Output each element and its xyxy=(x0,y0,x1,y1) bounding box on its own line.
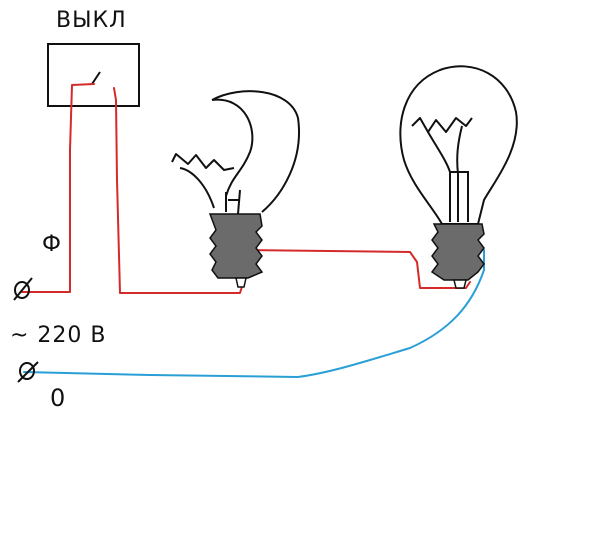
lamp-1-glass xyxy=(212,91,299,212)
lamp-2-base xyxy=(432,224,484,280)
terminal-screw-icon xyxy=(18,362,38,382)
phase-label: Ф xyxy=(42,232,61,257)
lamp-1-filament xyxy=(226,190,240,214)
phase-wire xyxy=(22,84,470,293)
light-bulb-icon xyxy=(400,66,516,288)
terminal-phase xyxy=(15,282,29,298)
phase-wire-to-switch xyxy=(22,84,94,292)
light-bulb-icon xyxy=(172,91,299,287)
switch-box xyxy=(48,44,139,106)
phase-wire-lamp-1-to-lamp-2 xyxy=(246,250,470,288)
terminal-screw-icon xyxy=(14,278,32,300)
terminal-phase-slot xyxy=(14,278,32,300)
lamp-2-glass xyxy=(400,66,516,224)
switch-icon xyxy=(48,44,139,106)
neutral-label: 0 xyxy=(50,384,66,412)
neutral-wire xyxy=(24,248,484,377)
terminal-neutral xyxy=(20,363,34,379)
lamp-2-contact xyxy=(454,280,466,288)
lamp-1-contact xyxy=(236,278,246,287)
voltage-label: ~ 220 В xyxy=(10,323,107,348)
lamp-2-filament-supports xyxy=(428,126,468,222)
lamp-1-glass-shards xyxy=(172,154,234,208)
terminal-neutral-slot xyxy=(18,362,38,382)
switch-label: ВЫКЛ xyxy=(56,8,127,33)
lamp-2-filament xyxy=(412,118,472,132)
lamp-1-base xyxy=(210,214,262,278)
switch-contact xyxy=(92,72,100,84)
phase-wire-switch-to-lamp-1 xyxy=(114,88,244,293)
